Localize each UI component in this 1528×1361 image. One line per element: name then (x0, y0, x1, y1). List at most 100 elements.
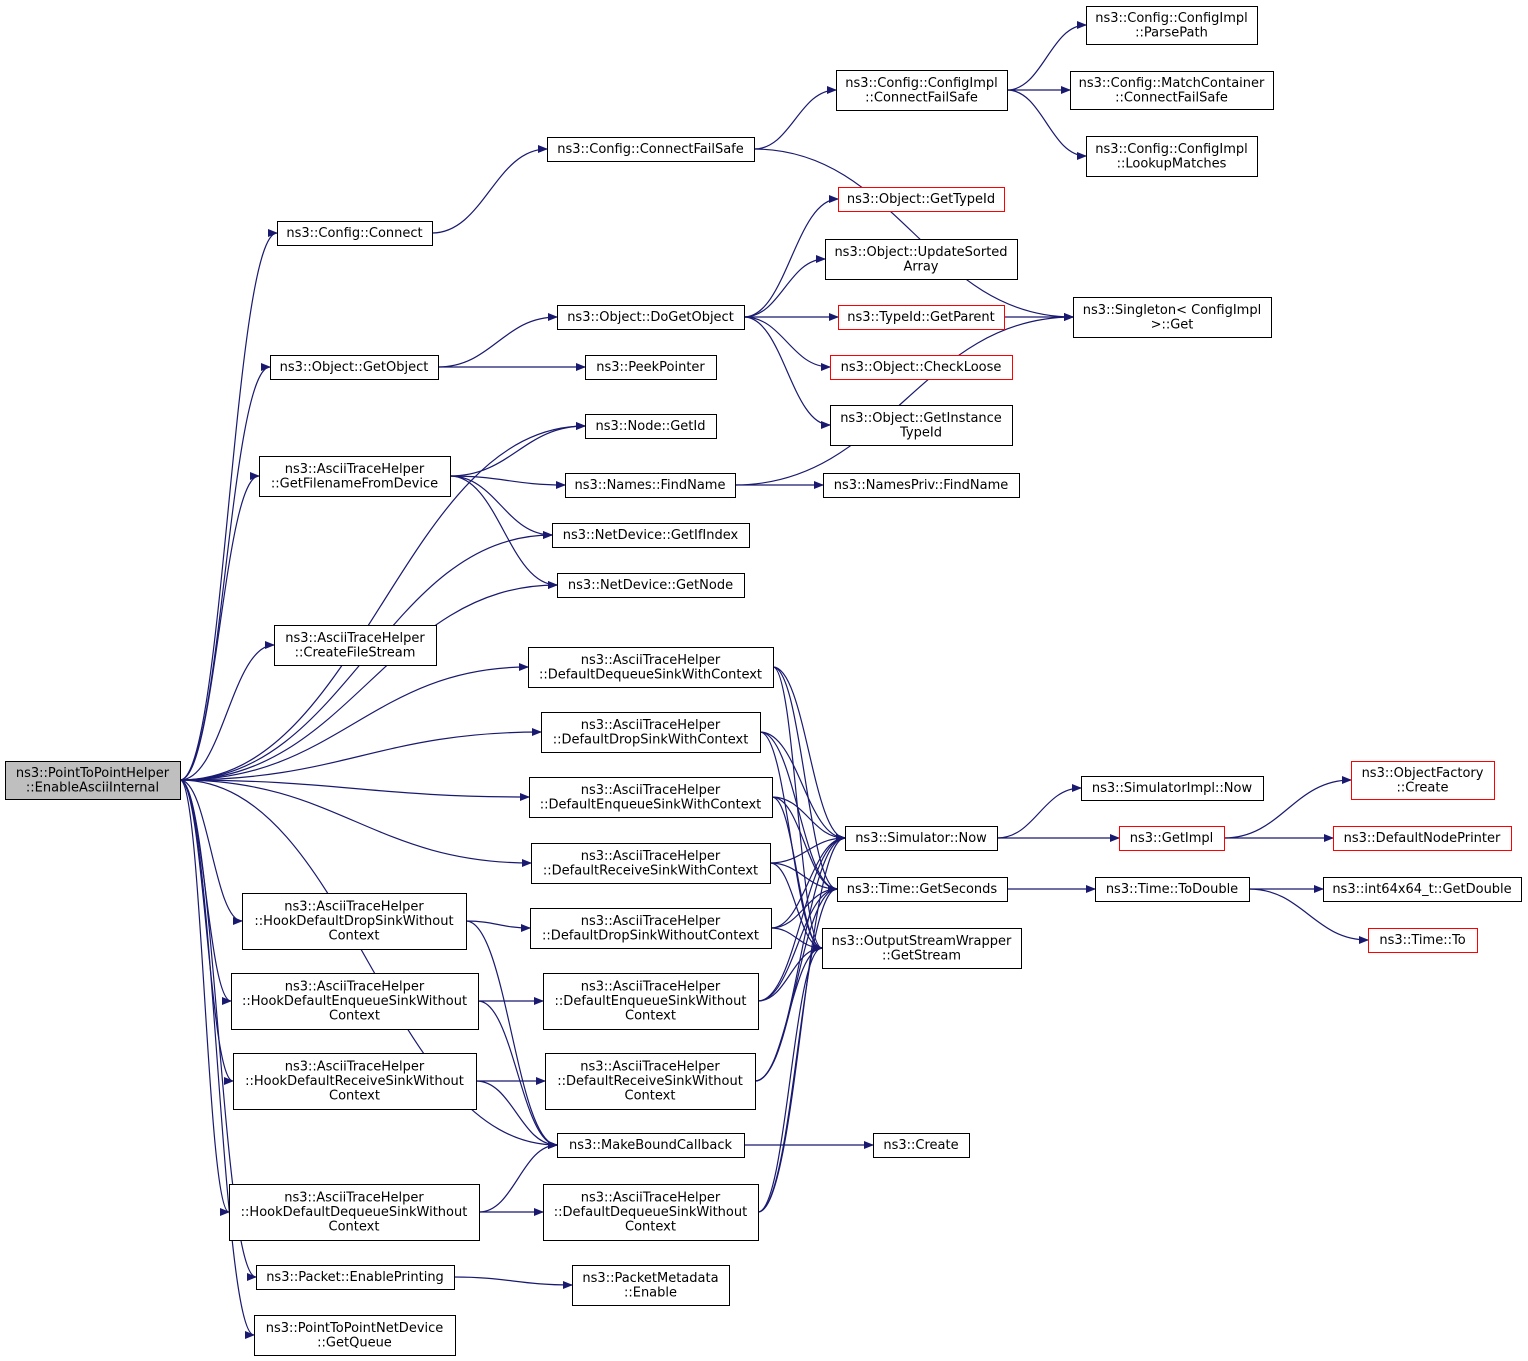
node-label-line: ::DefaultReceiveSinkWithout (557, 1074, 743, 1089)
node-defEnqCtx[interactable]: ns3::AsciiTraceHelper::DefaultEnqueueSin… (529, 777, 773, 818)
node-timeTo[interactable]: ns3::Time::To (1368, 928, 1478, 953)
node-makeBound[interactable]: ns3::MakeBoundCallback (557, 1133, 745, 1158)
edge-defDeqCtx-to-simNow (772, 666, 846, 842)
node-box (277, 221, 433, 246)
node-singletonGet[interactable]: ns3::Singleton< ConfigImpl >::Get (1073, 297, 1272, 338)
node-label-line: ns3::PacketMetadata (582, 1271, 718, 1286)
node-hookRecv[interactable]: ns3::AsciiTraceHelper::HookDefaultReceiv… (233, 1053, 477, 1110)
node-create[interactable]: ns3::Create (873, 1133, 970, 1158)
node-lookupMatches[interactable]: ns3::Config::ConfigImpl::LookupMatches (1086, 136, 1258, 177)
edge-hookDeq-to-makeBound (478, 1141, 558, 1213)
node-label-line: ns3::Object::GetTypeId (847, 192, 995, 207)
node-findName[interactable]: ns3::Names::FindName (565, 473, 736, 498)
node-label-line: ns3::AsciiTraceHelper (285, 631, 425, 646)
node-box (543, 1184, 759, 1241)
node-getQueue[interactable]: ns3::PointToPointNetDevice::GetQueue (254, 1315, 456, 1356)
node-cfgConnectFS[interactable]: ns3::Config::ConnectFailSafe (547, 137, 755, 162)
edge-defDeqNoCtx-to-getStream (757, 944, 823, 1213)
node-getNode[interactable]: ns3::NetDevice::GetNode (557, 573, 745, 598)
node-box (1081, 776, 1264, 801)
node-nodeGetId[interactable]: ns3::Node::GetId (585, 414, 717, 439)
node-root[interactable]: ns3::PointToPointHelper::EnableAsciiInte… (5, 761, 181, 800)
node-defRecvCtx[interactable]: ns3::AsciiTraceHelper::DefaultReceiveSin… (531, 843, 771, 884)
node-label-line: ns3::Object::GetObject (280, 360, 429, 375)
node-label-line: ::HookDefaultReceiveSinkWithout (245, 1074, 464, 1089)
node-objFactoryCreate[interactable]: ns3::ObjectFactory::Create (1351, 761, 1495, 800)
node-label-line: ns3::Config::ConnectFailSafe (557, 142, 744, 157)
node-getParent[interactable]: ns3::TypeId::GetParent (838, 305, 1005, 330)
node-defDeqCtx[interactable]: ns3::AsciiTraceHelper::DefaultDequeueSin… (528, 647, 774, 688)
node-getStream[interactable]: ns3::OutputStreamWrapper::GetStream (822, 928, 1022, 969)
edge-hookEnq-to-makeBound (477, 1000, 558, 1149)
node-peekPointer[interactable]: ns3::PeekPointer (585, 355, 717, 380)
node-box (1095, 877, 1250, 902)
edge-findName-to-singletonGet (734, 313, 1074, 486)
node-label-line: ns3::ObjectFactory (1362, 766, 1484, 781)
node-label-line: ::LookupMatches (1117, 156, 1227, 171)
node-label-line: Context (329, 929, 380, 944)
node-defDropCtx[interactable]: ns3::AsciiTraceHelper::DefaultDropSinkWi… (541, 712, 761, 753)
node-label-line: ::HookDefaultDropSinkWithout (254, 914, 453, 929)
node-box (254, 1315, 456, 1356)
node-simImplNow[interactable]: ns3::SimulatorImpl::Now (1081, 776, 1264, 801)
node-defEnqNoCtx[interactable]: ns3::AsciiTraceHelper::DefaultEnqueueSin… (543, 973, 759, 1030)
node-getTypeId[interactable]: ns3::Object::GetTypeId (838, 187, 1005, 212)
node-simNow[interactable]: ns3::Simulator::Now (845, 826, 998, 851)
node-createFileStream[interactable]: ns3::AsciiTraceHelper::CreateFileStream (274, 625, 437, 666)
node-label-line: ns3::Config::MatchContainer (1079, 76, 1265, 91)
node-enablePrinting[interactable]: ns3::Packet::EnablePrinting (256, 1265, 455, 1290)
node-box (823, 473, 1020, 498)
node-label-line: ::HookDefaultDequeueSinkWithout (241, 1205, 468, 1220)
edge-defRecvCtx-to-simNow (769, 834, 846, 864)
node-box (552, 523, 750, 548)
node-checkLoose[interactable]: ns3::Object::CheckLoose (830, 355, 1013, 380)
node-defRecvNoCtx[interactable]: ns3::AsciiTraceHelper::DefaultReceiveSin… (545, 1053, 756, 1110)
node-cfgImplConnectFS[interactable]: ns3::Config::ConfigImpl::ConnectFailSafe (836, 70, 1008, 111)
node-box (1119, 826, 1225, 851)
node-label-line: ns3::AsciiTraceHelper (284, 1191, 424, 1206)
node-label-line: Context (329, 1089, 380, 1104)
node-label-line: ns3::TypeId::GetParent (847, 310, 995, 325)
node-cfgConnect[interactable]: ns3::Config::Connect (277, 221, 433, 246)
node-defDropNoCtx[interactable]: ns3::AsciiTraceHelper::DefaultDropSinkWi… (530, 908, 772, 949)
node-label-line: Context (329, 1009, 380, 1024)
node-int64GetDouble[interactable]: ns3::int64x64_t::GetDouble (1323, 877, 1522, 902)
edge-root-to-defDropCtx (179, 728, 542, 781)
node-defDeqNoCtx[interactable]: ns3::AsciiTraceHelper::DefaultDequeueSin… (543, 1184, 759, 1241)
node-label-line: ns3::AsciiTraceHelper (580, 1060, 720, 1075)
edge-defDeqCtx-to-timeGetSeconds (772, 666, 838, 893)
node-label-line: ::GetStream (882, 948, 961, 963)
node-getIfIndex[interactable]: ns3::NetDevice::GetIfIndex (552, 523, 750, 548)
node-box (1070, 71, 1274, 110)
node-hookDrop[interactable]: ns3::AsciiTraceHelper::HookDefaultDropSi… (242, 893, 467, 950)
node-hookDeq[interactable]: ns3::AsciiTraceHelper::HookDefaultDequeu… (229, 1184, 480, 1241)
node-box (1333, 826, 1512, 851)
edge-root-to-createFileStream (179, 641, 275, 781)
node-box (585, 414, 717, 439)
edges-layer (179, 21, 1369, 1339)
edge-root-to-defRecvCtx (179, 779, 532, 867)
node-label-line: ns3::Packet::EnablePrinting (266, 1270, 444, 1285)
node-getObject[interactable]: ns3::Object::GetObject (270, 355, 439, 380)
node-parsePath[interactable]: ns3::Config::ConfigImpl::ParsePath (1086, 6, 1258, 45)
node-getFilename[interactable]: ns3::AsciiTraceHelper::GetFilenameFromDe… (259, 456, 451, 497)
node-defNodePrinter[interactable]: ns3::DefaultNodePrinter (1333, 826, 1512, 851)
node-getImpl[interactable]: ns3::GetImpl (1119, 826, 1225, 851)
node-box (565, 473, 736, 498)
node-hookEnq[interactable]: ns3::AsciiTraceHelper::HookDefaultEnqueu… (231, 973, 479, 1030)
node-timeGetSeconds[interactable]: ns3::Time::GetSeconds (837, 877, 1008, 902)
node-namesPrivFind[interactable]: ns3::NamesPriv::FindName (823, 473, 1020, 498)
node-label-line: ::DefaultReceiveSinkWithContext (543, 863, 758, 878)
node-matchContainer[interactable]: ns3::Config::MatchContainer::ConnectFail… (1070, 71, 1274, 110)
edge-root-to-hookDeq (179, 779, 230, 1216)
node-label-line: >::Get (1151, 317, 1194, 332)
node-label-line: ::GetFilenameFromDevice (271, 476, 438, 491)
node-metaEnable[interactable]: ns3::PacketMetadata::Enable (572, 1265, 730, 1306)
node-label-line: ::DefaultDropSinkWithoutContext (542, 928, 759, 943)
edge-root-to-getNode (179, 581, 558, 781)
node-timeToDouble[interactable]: ns3::Time::ToDouble (1095, 877, 1250, 902)
node-doGetObject[interactable]: ns3::Object::DoGetObject (557, 305, 745, 330)
node-label-line: ::DefaultDequeueSinkWithout (554, 1205, 747, 1220)
